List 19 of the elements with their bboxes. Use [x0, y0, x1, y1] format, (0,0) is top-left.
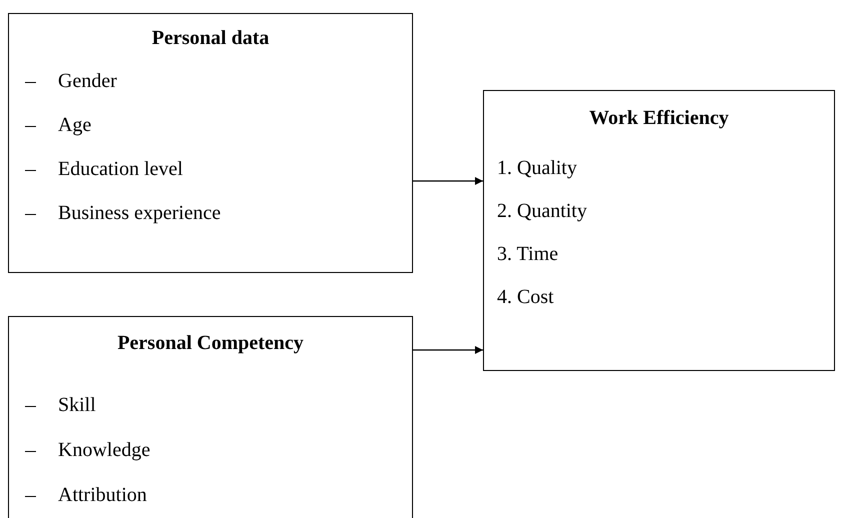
text-box [8, 13, 413, 273]
list-item: Age [58, 113, 92, 137]
list-item: Education level [58, 157, 183, 181]
list-item: 2. Quantity [497, 199, 587, 223]
list-item: Knowledge [58, 438, 150, 462]
text-box [8, 316, 413, 518]
list-item: Skill [58, 393, 96, 417]
list-item: 3. Time [497, 242, 558, 266]
box-heading: Work Efficiency [589, 106, 729, 130]
list-item: Attribution [58, 483, 147, 507]
box-heading: Personal Competency [117, 331, 304, 355]
list-item: 4. Cost [497, 285, 554, 309]
list-item: Business experience [58, 201, 221, 225]
list-item: Gender [58, 69, 117, 93]
text-box [483, 90, 835, 371]
arrow [413, 346, 483, 354]
box-heading: Personal data [152, 26, 270, 50]
list-item: 1. Quality [497, 156, 577, 180]
arrow [413, 177, 483, 185]
